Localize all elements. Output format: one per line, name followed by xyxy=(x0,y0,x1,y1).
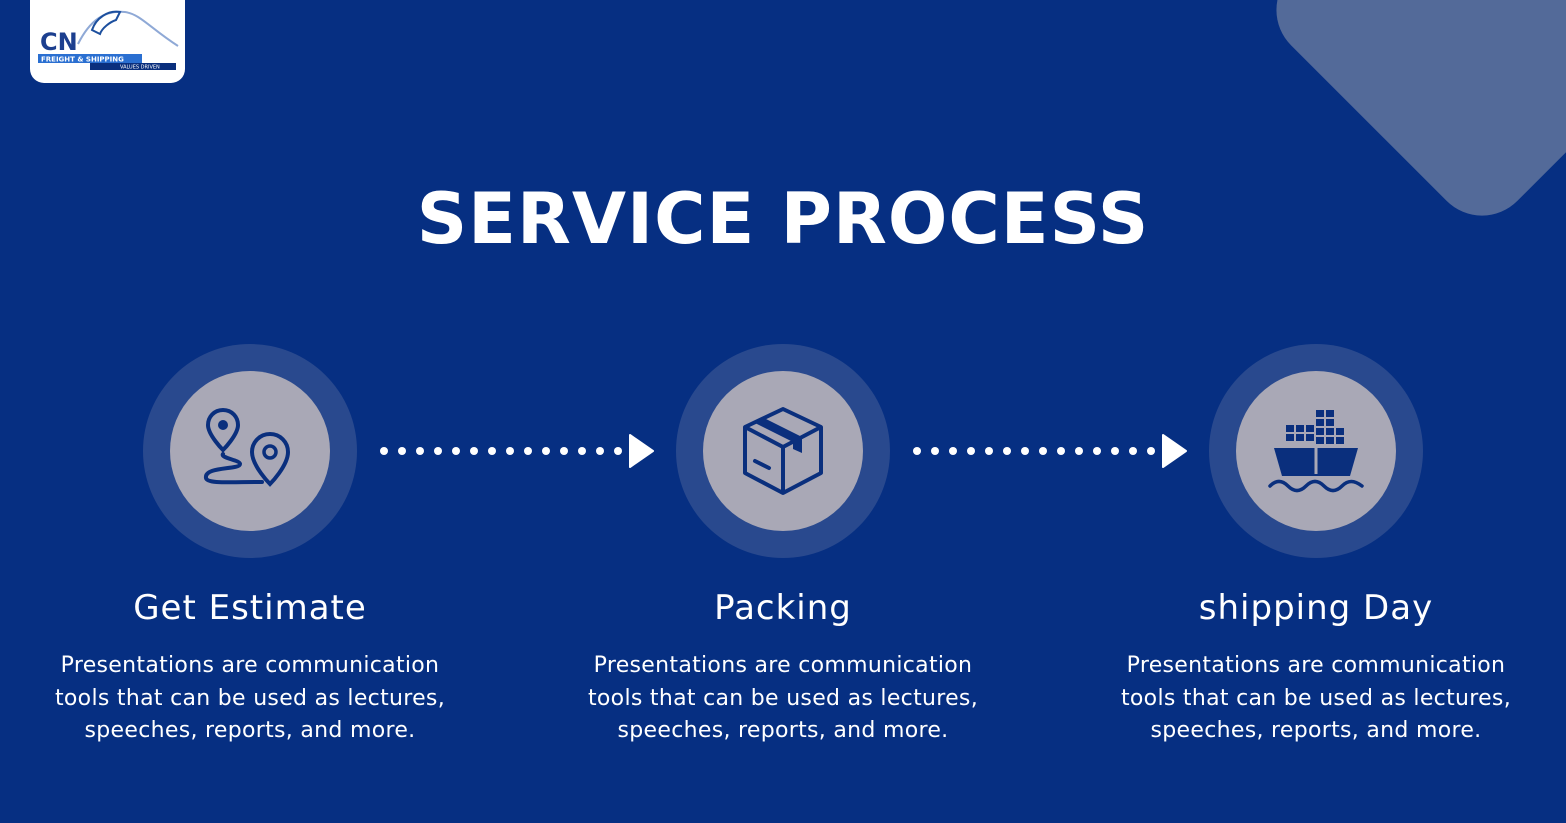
step-description: Presentations are communication tools th… xyxy=(588,653,978,743)
step-title: Packing xyxy=(714,588,852,628)
step-description: Presentations are communication tools th… xyxy=(1121,653,1511,743)
logo-banner: FREIGHT & SHIPPING xyxy=(41,56,124,64)
step-description: Presentations are communication tools th… xyxy=(55,653,445,743)
route-map-pin-icon xyxy=(204,407,291,487)
dotted-arrow-right xyxy=(913,434,1187,468)
step-icon-halo xyxy=(143,344,357,558)
step-icon-halo xyxy=(676,344,890,558)
logo-tagline: VALUES DRIVEN xyxy=(120,65,160,71)
step-icon-disc xyxy=(703,371,863,531)
cargo-ship-icon xyxy=(1268,410,1364,493)
logo-initials: CN xyxy=(40,28,78,56)
company-logo: CN FREIGHT & SHIPPING VALUES DRIVEN xyxy=(30,0,185,83)
page-title: SERVICE PROCESS xyxy=(416,178,1150,260)
step-title: shipping Day xyxy=(1198,588,1434,628)
step-shipping-day: shipping Day Presentations are communica… xyxy=(1096,344,1536,748)
horse-swoosh xyxy=(77,10,179,47)
step-packing: Packing Presentations are communication … xyxy=(563,344,1003,748)
step-icon-disc xyxy=(170,371,330,531)
horse-head xyxy=(90,10,122,36)
step-icon-halo xyxy=(1209,344,1423,558)
step-icon-disc xyxy=(1236,371,1396,531)
dotted-arrow-right xyxy=(380,434,654,468)
package-box-icon xyxy=(743,407,823,495)
step-title: Get Estimate xyxy=(133,588,367,628)
step-get-estimate: Get Estimate Presentations are communica… xyxy=(30,344,470,748)
